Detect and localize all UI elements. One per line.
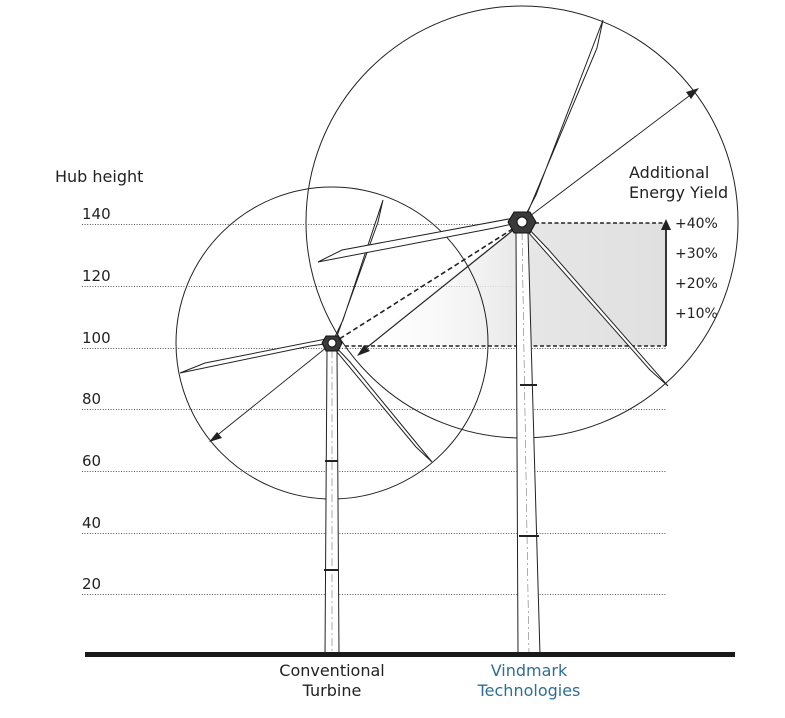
vindmark-radius-arrow-line [521, 92, 694, 223]
conventional-radius-arrow-head [209, 432, 222, 442]
diagonal-arrow-line [359, 222, 523, 354]
vindmark-label-line2: Technologies [477, 681, 581, 700]
yield-title-line2: Energy Yield [629, 183, 729, 202]
tick-label-100: 100 [82, 328, 111, 347]
conventional-blade-left [179, 338, 334, 374]
additional-yield-shading [332, 219, 671, 356]
tick-label-60: 60 [82, 451, 102, 470]
yield-shade-area [360, 223, 666, 346]
tick-label-80: 80 [82, 389, 102, 408]
tick-label-140: 140 [82, 204, 111, 223]
hub-connector-dashed-line [332, 222, 523, 344]
hub-height-axis-title: Hub height [55, 167, 144, 186]
vindmark-hub [516, 216, 528, 228]
ground-line [85, 652, 735, 657]
conventional-turbine-label-line2: Turbine [302, 681, 362, 700]
yield-level-label: +40% [675, 216, 718, 232]
conventional-radius-arrow-line [214, 342, 333, 438]
tick-label-40: 40 [82, 513, 102, 532]
conventional-hub [327, 338, 337, 348]
yield-vertical-arrow-head [661, 219, 671, 230]
diagonal-arrow-head [357, 345, 370, 356]
vindmark-label-line1: Vindmark [490, 661, 568, 680]
vindmark-radius-arrow-head [686, 88, 699, 99]
yield-level-label: +20% [675, 276, 718, 292]
yield-title-line1: Additional [629, 163, 710, 182]
vindmark-turbine [305, 5, 739, 656]
yield-level-label: +30% [675, 246, 718, 262]
vindmark-tower-centerline [521, 231, 530, 656]
tick-label-20: 20 [82, 574, 102, 593]
conventional-blade-down [331, 342, 433, 463]
conventional-turbine-label-line1: Conventional [279, 661, 385, 680]
conventional-blade-up [331, 199, 384, 344]
yield-level-label: +10% [675, 306, 718, 322]
tick-label-120: 120 [82, 266, 111, 285]
